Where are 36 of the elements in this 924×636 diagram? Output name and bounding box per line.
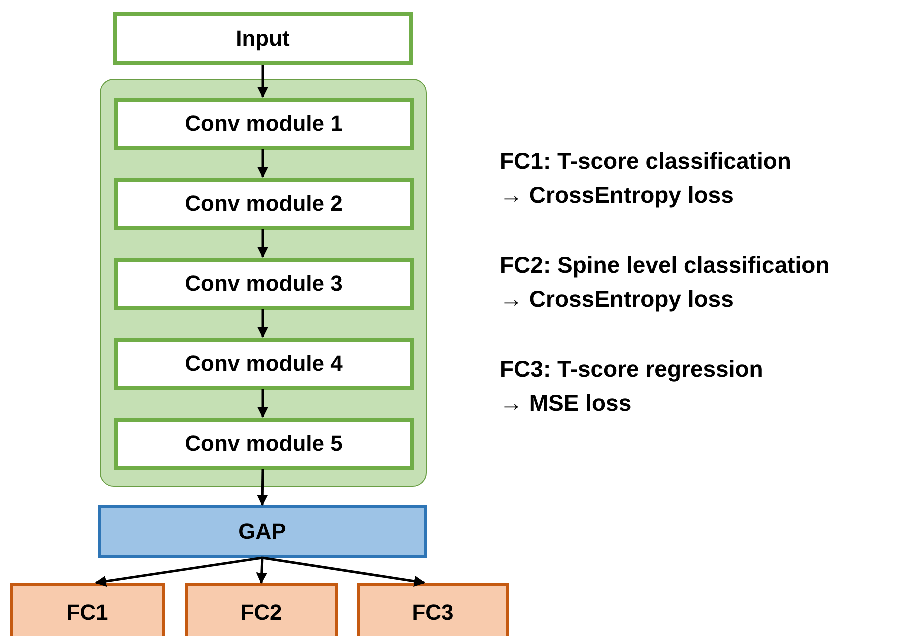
process-box bbox=[114, 98, 414, 150]
node-label: FC3 bbox=[412, 600, 454, 626]
arrow bbox=[257, 229, 269, 258]
process-box bbox=[114, 178, 414, 230]
arrow bbox=[257, 389, 269, 418]
arrow bbox=[257, 65, 269, 98]
process-box bbox=[114, 418, 414, 470]
pooling-box bbox=[98, 505, 427, 558]
arrow bbox=[95, 556, 263, 588]
output-box bbox=[357, 583, 509, 636]
process-box bbox=[114, 338, 414, 390]
process-box bbox=[114, 258, 414, 310]
arrow bbox=[257, 149, 269, 178]
arrow bbox=[257, 309, 269, 338]
output-box bbox=[10, 583, 165, 636]
note-text: → CrossEntropy loss bbox=[500, 285, 735, 314]
arrow bbox=[256, 558, 268, 584]
note-text: FC2: Spine level classification bbox=[500, 251, 831, 280]
note-text: FC3: T-score regression bbox=[500, 355, 764, 384]
node-label: Conv module 4 bbox=[185, 351, 343, 377]
node-label: Conv module 5 bbox=[185, 431, 343, 457]
process-box bbox=[113, 12, 413, 65]
arrow bbox=[257, 468, 268, 506]
node-label: GAP bbox=[238, 518, 286, 544]
node-label: Conv module 2 bbox=[185, 191, 343, 217]
output-box bbox=[185, 583, 338, 636]
node-label: FC1 bbox=[66, 600, 108, 626]
node-label: Conv module 1 bbox=[185, 111, 343, 137]
group-panel bbox=[100, 79, 427, 487]
arrow bbox=[262, 556, 426, 588]
node-label: FC2 bbox=[240, 600, 282, 626]
note-text: FC1: T-score classification bbox=[500, 147, 792, 176]
note-text: → CrossEntropy loss bbox=[500, 181, 735, 210]
node-label: Input bbox=[236, 26, 290, 52]
node-label: Conv module 3 bbox=[185, 271, 343, 297]
note-text: → MSE loss bbox=[500, 389, 633, 418]
